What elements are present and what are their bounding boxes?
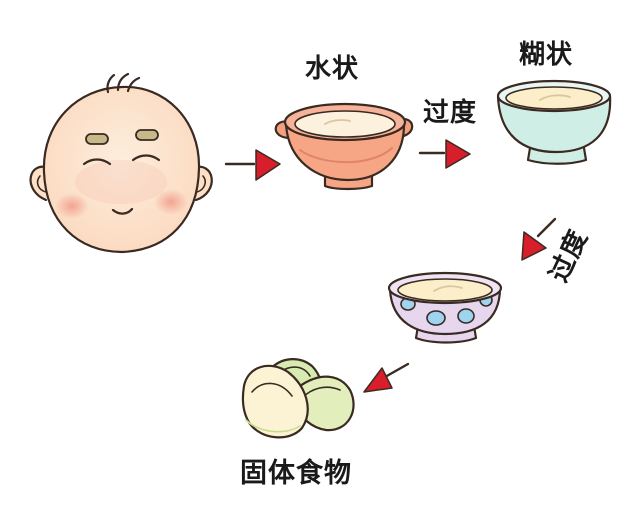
stage-label-solid-food: 固体食物 [240, 458, 352, 489]
arrow-mint-to-purple-bowl [521, 217, 557, 261]
orange-bowl-icon [274, 102, 414, 191]
transition-label-first: 过度 [423, 98, 478, 128]
arrow-purple-bowl-to-pear [363, 362, 410, 393]
stage-label-paste: 糊状 [519, 40, 574, 70]
stage-label-watery: 水状 [305, 54, 360, 84]
baby-face-icon [29, 72, 213, 254]
pear-slices-icon [241, 358, 355, 439]
arrow-face-to-orange-bowl [224, 149, 281, 181]
purple-dotted-bowl-icon [387, 271, 503, 344]
mint-bowl-icon [496, 79, 612, 165]
arrow-orange-to-mint-bowl [418, 139, 471, 169]
